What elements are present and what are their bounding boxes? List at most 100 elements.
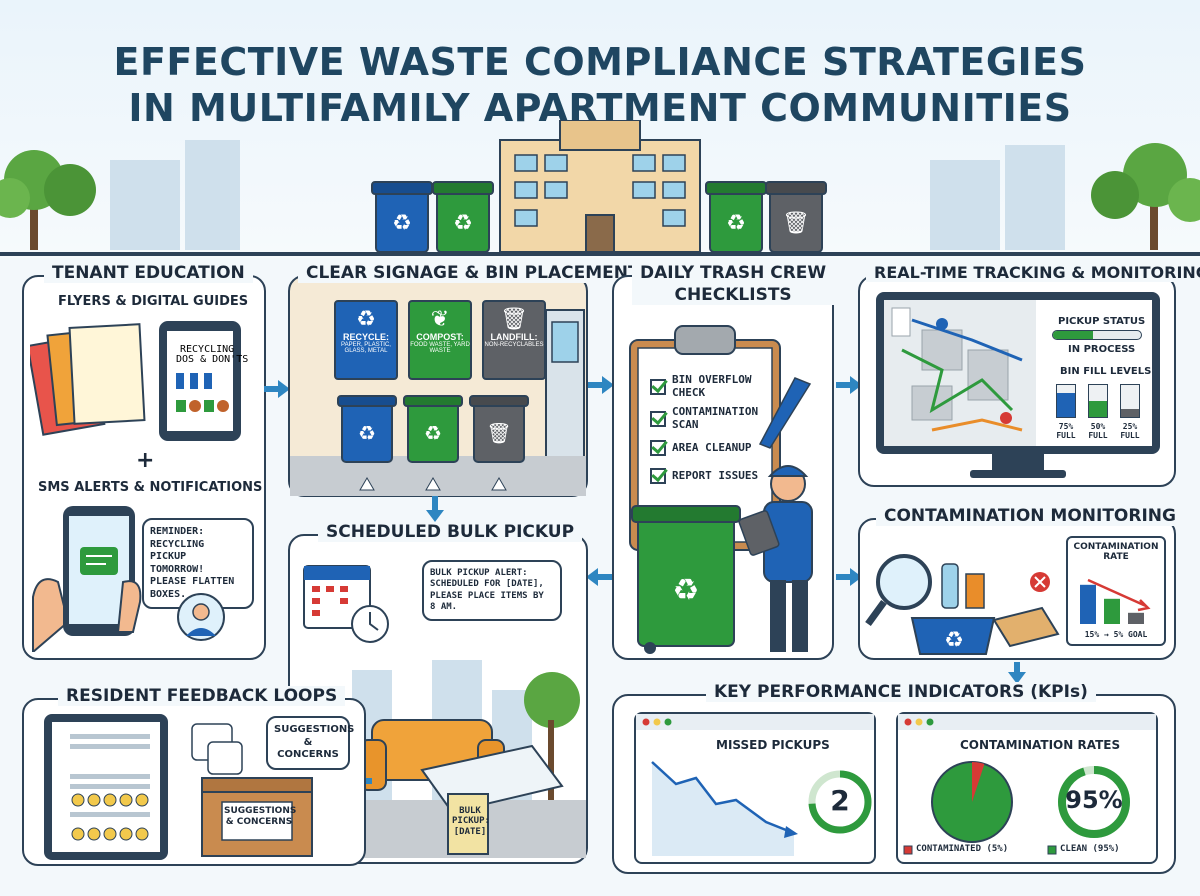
svg-text:♻: ♻	[944, 628, 964, 653]
contamination-title: CONTAMINATION MONITORING	[876, 506, 1184, 526]
contamination-bar	[1128, 612, 1144, 624]
checklist-item-label: CONTAMINATION SCAN	[672, 405, 759, 431]
contamination-goal: 15% → 5% GOAL	[1084, 630, 1148, 639]
feedback-title: RESIDENT FEEDBACK LOOPS	[58, 686, 346, 706]
bulk-pickup-tag-text: BULK PICKUP: [DATE]	[452, 806, 490, 837]
pizza-box-icon	[992, 606, 1060, 648]
recycle-icon: ♻	[356, 306, 376, 331]
checklist-item-label: REPORT ISSUES	[672, 468, 759, 482]
svg-text:♻: ♻	[358, 421, 376, 445]
checkbox-checked-icon	[650, 468, 666, 484]
bin-level-gauge	[1120, 384, 1140, 418]
trend-arrow-icon	[1087, 578, 1151, 612]
svg-text:♻: ♻	[424, 421, 442, 445]
checklist-item: CONTAMINATION SCAN	[650, 405, 770, 431]
landfill-sign-sub: NON-RECYCLABLES	[484, 342, 544, 348]
contamination-illustration: ♻	[865, 554, 1060, 655]
magnifier-icon	[876, 554, 932, 610]
svg-text:🗑: 🗑	[486, 421, 511, 445]
landfill-sign: 🗑 LANDFILL: NON-RECYCLABLES	[482, 300, 546, 380]
checklist-item: AREA CLEANUP	[650, 440, 770, 456]
signage-title: CLEAR SIGNAGE & BIN PLACEMENT	[298, 263, 648, 283]
contamination-bar	[1080, 584, 1096, 624]
svg-text:DOS & DON'TS: DOS & DON'TS	[176, 354, 248, 365]
left-arrow-icon	[586, 568, 612, 586]
bin-fill-text: 75% FULL	[1056, 422, 1076, 440]
checkbox-checked-icon	[650, 378, 666, 395]
clean-ring	[1058, 766, 1130, 838]
svg-text:♻: ♻	[453, 211, 473, 236]
leaf-icon: ❦	[430, 306, 450, 331]
bin-level-gauge	[1088, 384, 1108, 418]
landfill-sign-name: LANDFILL:	[490, 332, 538, 342]
svg-text:RECYCLING: RECYCLING	[180, 344, 234, 355]
checkbox-checked-icon	[650, 440, 666, 456]
plus-sign: +	[136, 448, 155, 473]
contamination-rates-value: 95%	[1065, 786, 1123, 814]
checklist-item-label: AREA CLEANUP	[672, 440, 752, 454]
clipboard-illustration: ♻	[629, 325, 813, 654]
tracking-title: REAL-TIME TRACKING & MONITORING	[866, 263, 1200, 282]
header-scene: ♻♻ ♻🗑	[0, 120, 1200, 256]
down-arrow-icon	[426, 496, 444, 522]
bin-level-gauge	[1056, 384, 1076, 418]
kpi-title: KEY PERFORMANCE INDICATORS (KPIs)	[706, 682, 1096, 702]
pickup-progress-bar	[1052, 330, 1142, 340]
bin-fill-labels: 75% FULL 50% FULL 25% FULL	[1052, 422, 1144, 440]
tree-icon	[0, 150, 96, 250]
phone-icon	[32, 506, 142, 652]
recycle-sign: ♻ RECYCLE: PAPER, PLASTIC, GLASS, METAL	[334, 300, 398, 380]
checklist-title: DAILY TRASH CREW CHECKLISTS	[632, 263, 835, 305]
right-arrow-icon	[264, 380, 290, 398]
bin-fill-levels	[1056, 384, 1140, 418]
tenant-education-title: TENANT EDUCATION	[44, 263, 253, 283]
right-arrow-icon	[836, 568, 862, 586]
resident-avatar	[177, 593, 225, 641]
bulk-pickup-alert: BULK PICKUP ALERT: SCHEDULED FOR [DATE],…	[422, 560, 562, 621]
feedback-illustration	[44, 714, 313, 860]
checkbox-checked-icon	[650, 410, 666, 427]
right-arrow-icon	[836, 376, 862, 394]
apartment-building-icon	[499, 120, 701, 253]
flyers-illustration: RECYCLING DOS & DON'TS	[30, 321, 248, 441]
compost-sign-name: COMPOST:	[416, 332, 464, 342]
pickup-status-value: IN PROCESS	[1068, 344, 1136, 355]
recycle-sign-name: RECYCLE:	[342, 332, 389, 342]
contamination-bar	[1104, 598, 1120, 624]
pickup-progress-fill	[1053, 331, 1093, 339]
trash-icon: 🗑	[500, 306, 528, 331]
sms-reminder-bubble: REMINDER: RECYCLING PICKUP TOMORROW! PLE…	[142, 518, 254, 609]
sms-label: SMS ALERTS & NOTIFICATIONS	[38, 480, 263, 495]
map-pin-icon	[1000, 412, 1012, 424]
bin-fill-label: BIN FILL LEVELS	[1060, 366, 1152, 377]
signage-signs: ♻ RECYCLE: PAPER, PLASTIC, GLASS, METAL …	[334, 300, 546, 380]
svg-text:♻: ♻	[673, 573, 700, 608]
compost-sign: ❦ COMPOST: FOOD WASTE, YARD WASTE	[408, 300, 472, 380]
checklist-title-line1: DAILY TRASH CREW	[640, 263, 827, 283]
missed-pickups-value: 2	[830, 784, 850, 817]
contamination-rates-chart	[898, 714, 1156, 855]
checklist-item-label: BIN OVERFLOW CHECK	[672, 373, 752, 399]
missed-pickups-title: MISSED PICKUPS	[716, 738, 830, 752]
bin-placement-illustration: ♻ ♻ 🗑	[290, 309, 586, 496]
checklist-title-line2: CHECKLISTS	[674, 285, 792, 305]
pickup-status-label: PICKUP STATUS	[1058, 316, 1146, 327]
feedback-bubble: SUGGESTIONS & CONCERNS	[266, 716, 354, 770]
price-tag-icon	[447, 793, 489, 855]
recycle-sign-sub: PAPER, PLASTIC, GLASS, METAL	[341, 342, 391, 354]
checklist-item: BIN OVERFLOW CHECK	[650, 373, 770, 399]
suggestion-box-label: SUGGESTIONS & CONCERNS	[224, 806, 297, 827]
pie-slice-contaminated	[972, 762, 985, 802]
down-arrow-icon	[1008, 662, 1026, 684]
bin-fill-text: 25% FULL	[1120, 422, 1140, 440]
legend-contaminated: CONTAMINATED (5%)	[916, 844, 1009, 854]
bulk-pickup-title: SCHEDULED BULK PICKUP	[318, 522, 583, 542]
page-title-line1: EFFECTIVE WASTE COMPLIANCE STRATEGIES	[113, 40, 1087, 84]
flyers-label: FLYERS & DIGITAL GUIDES	[58, 294, 249, 309]
legend-clean: CLEAN (95%)	[1060, 844, 1120, 854]
monitor-illustration	[876, 292, 1160, 478]
missed-pickups-chart	[636, 714, 874, 856]
svg-text:🗑: 🗑	[782, 211, 810, 236]
checklist-item: REPORT ISSUES	[650, 468, 770, 484]
contamination-bar-chart	[1080, 578, 1151, 624]
